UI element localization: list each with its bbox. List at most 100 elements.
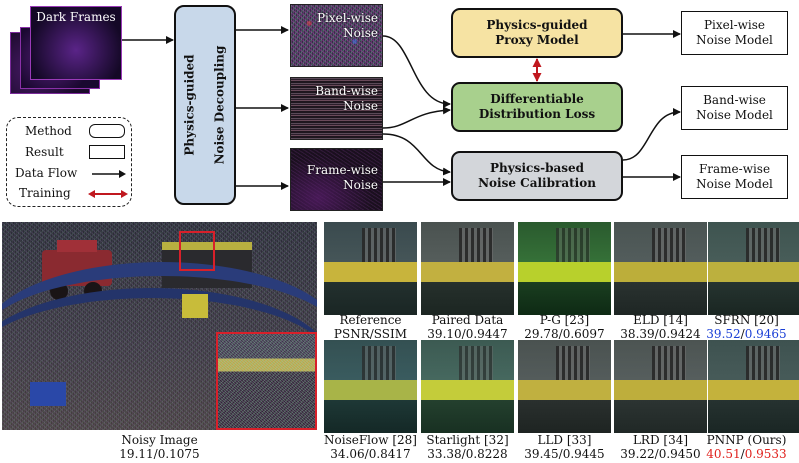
caption-starlight: Starlight [32] 33.38/0.8228 [415, 433, 520, 461]
lld-name: LLD [33] [537, 433, 592, 447]
decoupling-line-1: Physics-guided [182, 54, 197, 156]
pnnp-ssim: 0.9533 [744, 447, 787, 461]
caption-pnnp: PNNP (Ours) 40.51/0.9533 [694, 433, 799, 461]
thumbnail-reference [324, 222, 417, 315]
thumbnail-pg [518, 222, 611, 315]
thumbnail-eld [614, 222, 707, 315]
noiseflow-name: NoiseFlow [28] [324, 433, 417, 447]
caption-sfrn: SFRN [20] 39.52/0.9465 [694, 313, 799, 341]
dark-frames-stack: Dark Frames [10, 6, 122, 94]
pg-name: P-G [23] [539, 313, 590, 327]
band-model-line-2: Noise Model [696, 108, 773, 122]
lrd-name: LRD [34] [632, 433, 689, 447]
caption-lrd: LRD [34] 39.22/0.9450 [608, 433, 713, 461]
caption-lld: LLD [33] 39.45/0.9445 [512, 433, 617, 461]
dark-frame-front [30, 6, 122, 80]
legend: Method Result Data Flow Training [6, 117, 132, 207]
paired-metric: 39.10/0.9447 [427, 327, 508, 341]
thumbnail-paired-data [421, 222, 514, 315]
pixel-model-line-1: Pixel-wise [703, 18, 766, 32]
legend-result-swatch [89, 145, 125, 159]
thumbnail-sfrn [708, 222, 799, 315]
legend-method-swatch [89, 124, 125, 138]
band-model-line-1: Band-wise [703, 93, 766, 107]
noisy-metric: 19.11/0.1075 [119, 447, 200, 461]
starlight-metric: 33.38/0.8228 [427, 447, 508, 461]
thumbnail-pnnp [708, 340, 799, 433]
sfrn-psnr: 39.52 [706, 327, 741, 341]
pixel-noise-line-2: Noise [343, 26, 378, 40]
reference-name: Reference [339, 313, 402, 327]
legend-dataflow-label: Data Flow [15, 166, 78, 180]
lrd-metric: 39.22/0.9450 [620, 447, 701, 461]
frame-noise-panel: Frame-wise Noise [290, 148, 383, 211]
noiseflow-metric: 34.06/0.8417 [330, 447, 411, 461]
noisy-name: Noisy Image [121, 433, 198, 447]
proxy-model-line-2: Proxy Model [495, 33, 579, 47]
noise-decoupling-box: Physics-guided Noise Decoupling [174, 5, 236, 205]
pnnp-name: PNNP (Ours) [706, 433, 787, 447]
eld-metric: 38.39/0.9424 [620, 327, 701, 341]
reference-metric: PSNR/SSIM [333, 327, 408, 341]
sfrn-name: SFRN [20] [714, 313, 779, 327]
zoomed-crop [216, 332, 317, 430]
frame-noise-label: Frame-wise Noise [307, 163, 378, 193]
noisy-track-side [2, 288, 317, 430]
thumbnail-noiseflow [324, 340, 417, 433]
frame-model-line-1: Frame-wise [698, 162, 771, 176]
caption-paired-data: Paired Data 39.10/0.9447 [415, 313, 520, 341]
frame-noise-line-1: Frame-wise [306, 163, 378, 177]
noisy-train-roof [57, 240, 97, 252]
pnnp-sep: / [740, 447, 745, 461]
noisy-blue-block [30, 382, 66, 406]
legend-training-label: Training [19, 186, 71, 200]
caption-pg: P-G [23] 29.78/0.6097 [512, 313, 617, 341]
pipeline-connectors [118, 26, 681, 190]
band-noise-line-1: Band-wise [315, 84, 378, 98]
legend-training-arrow-icon [88, 190, 128, 198]
calibration-line-2: Noise Calibration [478, 176, 596, 190]
eld-name: ELD [14] [633, 313, 688, 327]
pnnp-psnr: 40.51 [706, 447, 741, 461]
thumbnail-starlight [421, 340, 514, 433]
sfrn-sep: / [740, 327, 745, 341]
starlight-name: Starlight [32] [426, 433, 509, 447]
caption-reference: Reference PSNR/SSIM [318, 313, 423, 341]
band-noise-label: Band-wise Noise [315, 84, 378, 114]
legend-dataflow-arrow-icon [92, 170, 126, 178]
noisy-caption: Noisy Image 19.11/0.1075 [2, 433, 317, 461]
caption-noiseflow: NoiseFlow [28] 34.06/0.8417 [318, 433, 423, 461]
pixel-noise-line-1: Pixel-wise [316, 11, 378, 25]
dark-frames-label: Dark Frames [36, 10, 116, 24]
noisy-image [2, 222, 317, 430]
noisy-yellow-block [182, 294, 208, 318]
distribution-loss-line-2: Distribution Loss [478, 107, 596, 121]
thumbnail-lrd [614, 340, 707, 433]
crop-indicator-box [179, 231, 215, 271]
legend-result-label: Result [25, 145, 64, 159]
pixel-noise-label: Pixel-wise Noise [317, 11, 378, 41]
sfrn-ssim: 0.9465 [744, 327, 787, 341]
pixel-model-line-2: Noise Model [696, 33, 773, 47]
proxy-model-line-1: Physics-guided [486, 18, 588, 32]
caption-eld: ELD [14] 38.39/0.9424 [608, 313, 713, 341]
paired-name: Paired Data [431, 313, 504, 327]
decoupling-line-2: Noise Decoupling [212, 45, 227, 165]
lld-metric: 39.45/0.9445 [524, 447, 605, 461]
calibration-line-1: Physics-based [489, 161, 585, 175]
frame-noise-line-2: Noise [343, 178, 378, 192]
thumbnail-lld [518, 340, 611, 433]
band-noise-panel: Band-wise Noise [290, 77, 383, 140]
distribution-loss-line-1: Differentiable [490, 92, 584, 106]
band-noise-line-2: Noise [343, 99, 378, 113]
pg-metric: 29.78/0.6097 [524, 327, 605, 341]
legend-method-label: Method [25, 124, 72, 138]
frame-model-line-2: Noise Model [696, 177, 773, 191]
pixel-noise-panel: Pixel-wise Noise [290, 4, 383, 67]
